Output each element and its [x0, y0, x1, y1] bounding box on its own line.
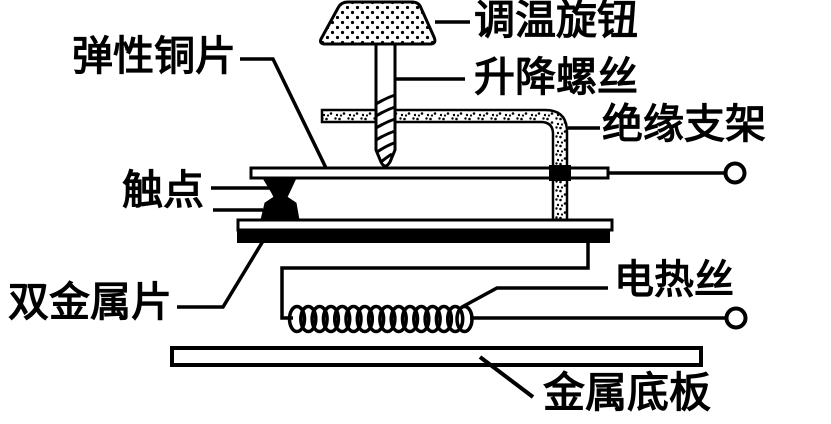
bimetal-leader-line	[177, 240, 265, 309]
screw-shaft-shape	[374, 42, 397, 168]
label-bimetallic-strip: 双金属片	[8, 279, 172, 325]
label-metal-base-plate: 金属底板	[543, 371, 712, 417]
contact-shape	[260, 177, 300, 221]
knob-shape	[319, 0, 437, 46]
label-contact-point: 触点	[122, 167, 204, 213]
label-elastic-copper-strip: 弹性铜片	[72, 33, 236, 79]
upper-terminal	[723, 161, 747, 185]
bimetal-upper-layer	[236, 218, 614, 232]
label-heating-wire: 电热丝	[614, 257, 734, 302]
heating-coil	[287, 304, 474, 334]
bracket-rivet	[549, 165, 571, 181]
bimetal-to-coil-wire	[280, 243, 590, 320]
plate-leader-line	[478, 355, 535, 399]
bimetal-lower-layer	[237, 229, 610, 243]
base-plate-shape	[170, 346, 703, 367]
copper-leader-line	[240, 57, 328, 169]
label-lifting-screw: 升降螺丝	[474, 54, 638, 100]
label-temperature-knob: 调温旋钮	[474, 0, 638, 43]
screw-threads	[375, 93, 396, 164]
heater-leader-line	[461, 286, 608, 309]
label-insulating-bracket: 绝缘支架	[602, 101, 766, 147]
lower-terminal	[724, 306, 748, 330]
